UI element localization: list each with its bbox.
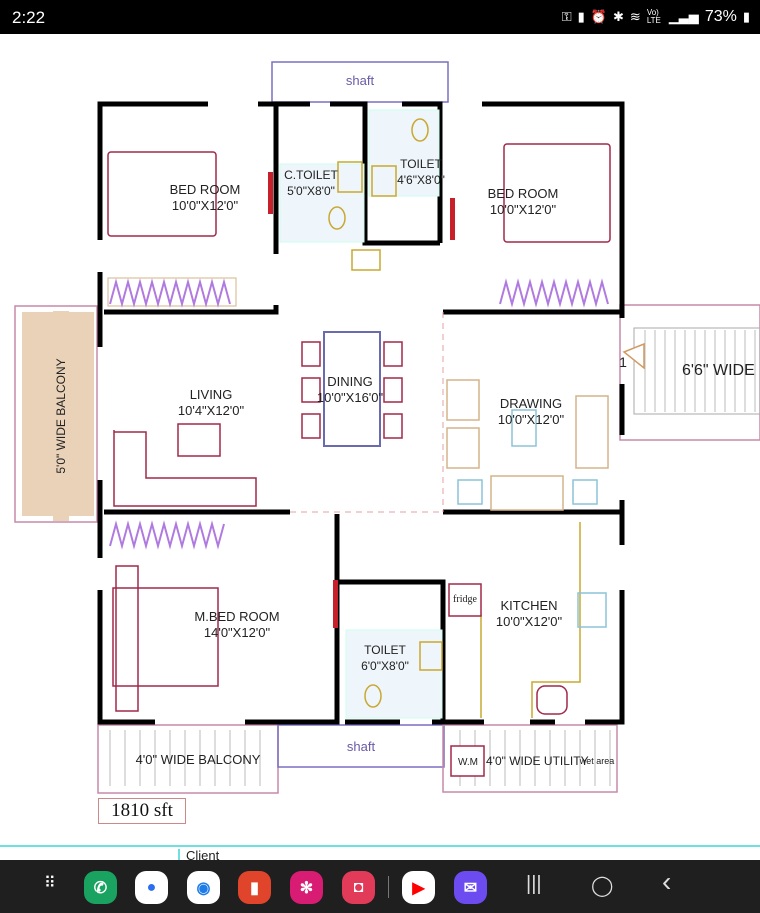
drawing-size: 10'0"X12'0" (497, 412, 565, 427)
c-toilet-name: C.TOILET (284, 168, 338, 182)
bedroom-1-name: BED ROOM (169, 182, 241, 197)
master-bedroom-size: 14'0"X12'0" (203, 625, 271, 640)
total-area-label: 1810 sft (98, 798, 186, 824)
toilet-1-size: 4'6"X8'0" (397, 173, 445, 187)
toilet-2-name: TOILET (364, 643, 406, 657)
battery-icon: ▮ (742, 9, 750, 24)
email-app-icon[interactable]: ✉ (454, 871, 487, 904)
bedroom-2-name: BED ROOM (487, 186, 559, 201)
c-toilet-size: 5'0"X8'0" (287, 184, 335, 198)
washing-machine-label: W.M (458, 757, 478, 768)
home-button[interactable]: ◯ (591, 875, 614, 897)
taskbar: ⠿ ✆ ● ◉ ▮ ✻ ◘ ▶ ✉ ||| ◯ ‹ (0, 860, 760, 913)
bedroom-2-size: 10'0"X12'0" (489, 202, 557, 217)
living-name: LIVING (189, 387, 233, 402)
signal-icon: ▁▃▅ (668, 9, 699, 24)
living-size: 10'4"X12'0" (177, 403, 245, 418)
volte-icon: Vo) LTE (646, 8, 661, 25)
left-balcony-label: 5'0" WIDE BALCONY (53, 311, 69, 521)
title-block-strip: Client (0, 845, 760, 863)
utility-label: 4'0" WIDE UTILITY (486, 754, 589, 768)
battery-saver-icon: ▮ (577, 9, 585, 24)
battery-percent: 73% (704, 8, 737, 25)
kitchen-name: KITCHEN (500, 598, 558, 613)
bluetooth-icon: ✱ (613, 9, 624, 24)
notes-app-icon[interactable]: ▮ (238, 871, 271, 904)
wet-area-label: wet area (579, 756, 615, 766)
toilet-2-size: 6'0"X8'0" (361, 659, 409, 673)
kitchen-size: 10'0"X12'0" (495, 614, 563, 629)
gallery-app-icon[interactable]: ✻ (290, 871, 323, 904)
shaft-bottom-label: shaft (346, 739, 376, 754)
status-time: 2:22 (12, 8, 46, 27)
shaft-top-label: shaft (345, 73, 375, 88)
floor-plan-image[interactable]: shaft BED ROOM 10'0"X12'0" C.TOILET 5'0"… (0, 34, 760, 856)
alarm-icon: ⏰ (590, 9, 607, 24)
app-drawer-icon[interactable]: ⠿ (44, 875, 56, 892)
bottom-balcony-label: 4'0" WIDE BALCONY (135, 752, 261, 767)
status-bar: 2:22 ⚿ ▮ ⏰ ✱ ≋ Vo) LTE ▁▃▅ 73% ▮ (0, 0, 760, 34)
messages-app-icon[interactable]: ● (135, 871, 168, 904)
bedroom-1-size: 10'0"X12'0" (171, 198, 239, 213)
dining-name: DINING (327, 374, 373, 389)
wifi-icon: ≋ (629, 9, 641, 24)
youtube-app-icon[interactable]: ▶ (402, 871, 435, 904)
camera-app-icon[interactable]: ◘ (342, 871, 375, 904)
right-balcony-label: 6'6" WIDE (682, 362, 755, 379)
toilet-1-name: TOILET (400, 157, 442, 171)
dining-size: 10'0"X16'0" (316, 390, 384, 405)
drawing-name: DRAWING (499, 396, 563, 411)
entrance-marker: 1 (619, 354, 627, 370)
vpn-key-icon: ⚿ (561, 9, 572, 24)
phone-app-icon[interactable]: ✆ (84, 871, 117, 904)
back-button[interactable]: ‹ (662, 866, 672, 897)
chrome-app-icon[interactable]: ◉ (187, 871, 220, 904)
master-bedroom-name: M.BED ROOM (194, 609, 280, 624)
fridge-label: fridge (453, 594, 477, 605)
recents-button[interactable]: ||| (526, 873, 542, 895)
dock-divider (388, 876, 389, 898)
client-label: Client (186, 848, 220, 863)
